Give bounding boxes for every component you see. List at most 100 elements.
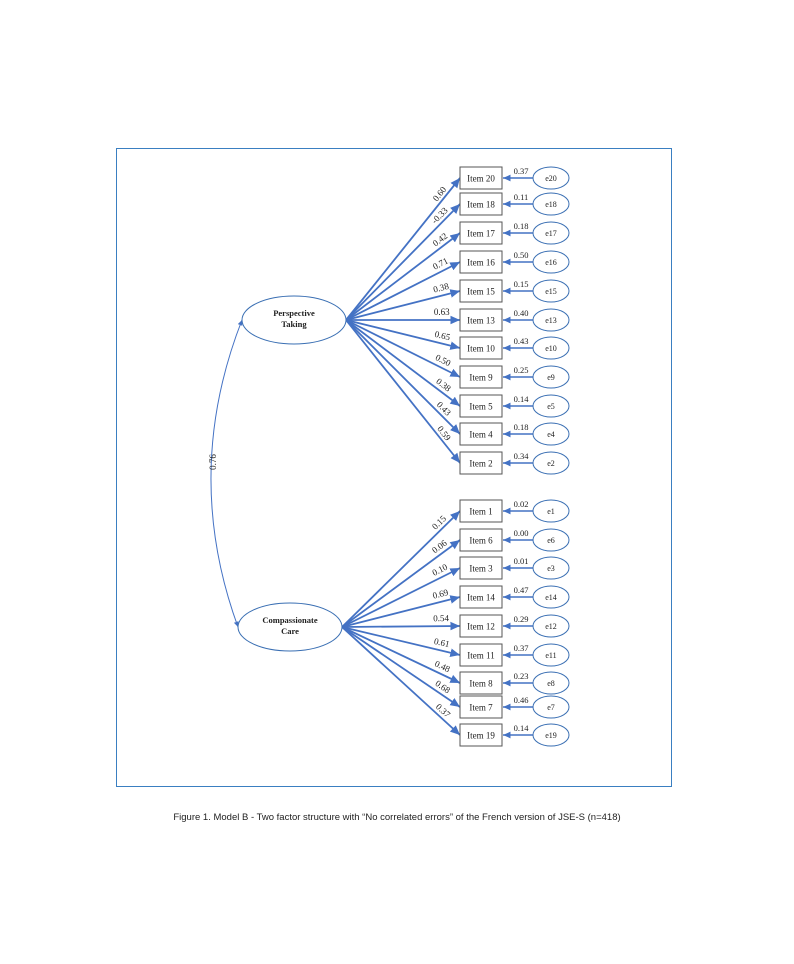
error-label: e11 [545, 651, 556, 660]
r2-label: 0.14 [514, 723, 530, 733]
loading-path [341, 595, 461, 628]
loading-path [345, 319, 461, 464]
loading-path [341, 626, 461, 657]
error-ellipse [532, 308, 570, 332]
error-ellipse [532, 221, 570, 245]
error-label: e10 [545, 344, 557, 353]
error-ellipse [532, 528, 570, 552]
item-box [459, 279, 503, 303]
r2-label: 0.14 [514, 394, 530, 404]
loading-label: -0.33 [429, 205, 450, 226]
r2-label: 0.46 [514, 695, 529, 705]
loading-label: 0.60 [431, 184, 449, 203]
factor-label: Taking [281, 319, 307, 329]
error-ellipse [532, 192, 570, 216]
figure-caption: Figure 1. Model B - Two factor structure… [173, 812, 621, 823]
error-ellipse [532, 585, 570, 609]
factor-ellipse [241, 295, 347, 345]
loading-label: 0.43 [435, 400, 454, 419]
loading-label: 0.69 [432, 587, 450, 601]
r2-label: 0.50 [514, 250, 529, 260]
item-box [459, 422, 503, 446]
error-label: e19 [545, 731, 557, 740]
error-ellipse [532, 394, 570, 418]
item-box [459, 671, 503, 695]
error-label: e1 [547, 507, 555, 516]
loading-label: 0.38 [432, 281, 450, 295]
error-ellipse [532, 365, 570, 389]
r2-label: 0.37 [514, 643, 529, 653]
item-label: Item 7 [469, 703, 493, 713]
item-label: Item 9 [469, 373, 493, 383]
loading-label: 0.65 [434, 329, 452, 343]
error-label: e13 [545, 316, 557, 325]
loading-path [345, 261, 461, 321]
item-label: Item 14 [467, 593, 495, 603]
item-label: Item 4 [469, 430, 493, 440]
error-ellipse [532, 451, 570, 475]
item-label: Item 17 [467, 229, 495, 239]
factor-label: Compassionate [262, 615, 317, 625]
item-box [459, 365, 503, 389]
loading-path [341, 621, 461, 631]
error-label: e18 [545, 200, 557, 209]
loading-path [345, 289, 461, 321]
error-ellipse [532, 643, 570, 667]
r2-label: 0.00 [514, 528, 529, 538]
r2-label: 0.40 [514, 308, 529, 318]
loading-path [345, 177, 461, 321]
error-ellipse [532, 695, 570, 719]
error-ellipse [532, 556, 570, 580]
loading-path [345, 319, 461, 435]
error-label: e4 [547, 430, 555, 439]
error-label: e16 [545, 258, 557, 267]
item-box [459, 695, 503, 719]
item-box [459, 451, 503, 475]
item-label: Item 6 [469, 536, 493, 546]
item-box [459, 308, 503, 332]
r2-label: 0.34 [514, 451, 530, 461]
r2-label: 0.23 [514, 671, 529, 681]
r2-label: 0.18 [514, 422, 529, 432]
error-label: e14 [545, 593, 557, 602]
r2-label: 0.37 [514, 166, 529, 176]
error-ellipse [532, 614, 570, 638]
covariance-arrow [210, 319, 243, 628]
item-label: Item 8 [469, 679, 493, 689]
r2-label: 0.01 [514, 556, 529, 566]
loading-path [341, 626, 461, 708]
item-label: Item 16 [467, 258, 495, 268]
error-label: e5 [547, 402, 555, 411]
loading-path [345, 319, 461, 350]
loading-label: 0.15 [430, 513, 449, 532]
item-box [459, 528, 503, 552]
r2-label: 0.25 [514, 365, 529, 375]
error-ellipse [532, 671, 570, 695]
factor-label: Care [281, 626, 299, 636]
item-box [459, 499, 503, 523]
item-label: Item 3 [469, 564, 493, 574]
item-box [459, 336, 503, 360]
item-box [459, 556, 503, 580]
error-label: e7 [547, 703, 555, 712]
loading-path [341, 626, 461, 684]
item-label: Item 19 [467, 731, 495, 741]
error-ellipse [532, 422, 570, 446]
item-box [459, 614, 503, 638]
item-box [459, 192, 503, 216]
r2-label: 0.11 [514, 192, 529, 202]
item-label: Item 13 [467, 316, 495, 326]
error-ellipse [532, 723, 570, 747]
error-ellipse [532, 250, 570, 274]
item-label: Item 5 [469, 402, 493, 412]
loading-path [345, 203, 461, 321]
r2-label: 0.18 [514, 221, 529, 231]
error-label: e3 [547, 564, 555, 573]
loading-label: 0.61 [433, 636, 451, 649]
factor-ellipse [237, 602, 343, 652]
item-box [459, 723, 503, 747]
error-label: e2 [547, 459, 555, 468]
loading-label: 0.42 [431, 231, 450, 248]
error-label: e12 [545, 622, 557, 631]
